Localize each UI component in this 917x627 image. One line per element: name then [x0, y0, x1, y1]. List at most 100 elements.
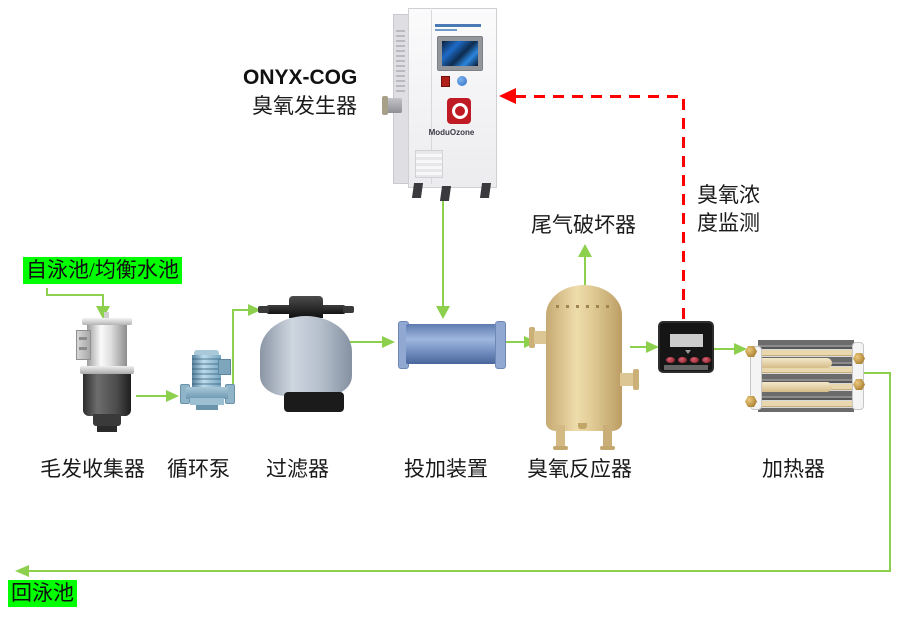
return-pool-label: 回泳池 — [8, 580, 77, 608]
arrowhead-into-monitor — [646, 341, 659, 353]
flow-line-to-filter — [232, 309, 250, 311]
flow-line-pump-riser — [232, 309, 234, 398]
label-dosing-device: 投加装置 — [404, 457, 488, 481]
reactor-left-leg — [556, 425, 565, 447]
generator-model-label: ONYX-COG — [243, 66, 358, 89]
tail-gas-destructor-label: 尾气破坏器 — [531, 213, 636, 237]
reactor-right-leg — [603, 425, 612, 447]
heater-element-upper — [758, 358, 832, 368]
monitor-indicator-icon — [685, 350, 691, 354]
collector-bolt — [79, 337, 87, 340]
arrowhead-return-to-pool — [15, 565, 29, 577]
heater-brass-nut — [853, 379, 865, 390]
brand-logo-icon — [447, 98, 471, 124]
dosing-right-flange — [495, 321, 506, 369]
reactor-vessel — [546, 285, 622, 431]
filter-tank-dome — [260, 316, 352, 396]
return-line-bottom — [28, 570, 891, 572]
flow-line-into-collector — [102, 294, 104, 307]
collector-lower-body — [83, 374, 131, 416]
ozone-reactor-device — [529, 285, 640, 452]
generator-foot — [439, 186, 452, 201]
arrowhead-into-dosing — [382, 336, 395, 348]
heater-right-rail — [852, 342, 864, 410]
generator-screen-content — [442, 41, 478, 66]
flow-line-reactor-to-monitor — [630, 346, 648, 348]
arrowhead-ozone-into-dosing — [436, 306, 450, 319]
heater-brass-nut — [853, 353, 865, 364]
flow-line-source-drop — [46, 288, 48, 296]
tail-gas-line — [584, 256, 586, 285]
dosing-device — [398, 321, 506, 369]
reactor-inlet-flange — [529, 327, 535, 348]
heater-element-lower — [758, 382, 832, 392]
label-hair-collector: 毛发收集器 — [40, 457, 145, 481]
generator-display-screen — [437, 36, 483, 71]
generator-vent-grille — [396, 30, 405, 94]
monitor-button — [690, 357, 699, 363]
return-line-heater-out — [856, 372, 891, 374]
label-filter: 过滤器 — [266, 457, 329, 481]
arrowhead-tail-gas — [578, 244, 592, 257]
pump-foot — [196, 405, 218, 410]
collector-top-nipple — [104, 312, 109, 319]
collector-top-flange — [82, 318, 132, 325]
arrowhead-into-heater — [734, 343, 747, 355]
arrowhead-into-filter — [248, 304, 261, 316]
reactor-drain — [578, 423, 587, 429]
generator-power-button — [441, 76, 450, 87]
brand-name: ModuOzone — [428, 128, 475, 137]
collector-side-bracket — [76, 330, 91, 360]
flow-line-source-horizontal — [46, 294, 104, 296]
ozone-generator-unit: ModuOzone — [382, 8, 503, 201]
filter-device — [258, 294, 354, 416]
generator-foot — [479, 183, 492, 198]
generator-header-label — [435, 24, 481, 27]
return-line-downcomer — [889, 372, 891, 572]
pump-motor — [192, 355, 221, 388]
generator-name-label: 臭氧发生器 — [252, 94, 357, 118]
signal-line-vertical — [682, 99, 685, 321]
pump-motor-cap — [194, 350, 219, 356]
filter-valve-body — [289, 296, 323, 318]
generator-round-button — [457, 76, 467, 86]
dosing-cylinder — [406, 324, 496, 364]
reactor-bolt-row — [556, 305, 612, 308]
pump-motor-fins — [192, 358, 221, 385]
generator-foot — [411, 183, 424, 198]
monitor-button — [666, 357, 675, 363]
monitor-button — [678, 357, 687, 363]
monitor-bottom-strip — [664, 365, 708, 370]
monitor-display — [670, 334, 703, 347]
reactor-outlet-nozzle — [620, 373, 634, 386]
heater-brass-nut — [745, 346, 757, 357]
pump-volute — [186, 387, 228, 399]
filter-base — [284, 392, 344, 412]
pump-junction-box — [218, 359, 231, 375]
ozone-monitor-label-line2: 度监测 — [697, 211, 760, 235]
flow-line-collector-to-pump — [136, 395, 168, 397]
label-circulation-pump: 循环泵 — [167, 457, 230, 481]
reactor-inlet-nozzle — [534, 331, 548, 344]
filter-valve-left-fitting — [258, 306, 269, 313]
generator-outlet-fitting — [382, 96, 388, 115]
generator-louvre-panel — [415, 150, 443, 178]
flow-line-monitor-to-heater — [714, 348, 736, 350]
source-pool-label: 自泳池/均衡水池 — [23, 257, 182, 285]
flow-line-filter-to-dosing — [350, 341, 384, 343]
ozone-monitor-label-line1: 臭氧浓 — [697, 183, 760, 207]
arrowhead-into-pump — [166, 390, 179, 402]
pump-base-disc — [190, 398, 224, 405]
ozone-monitor-device — [658, 321, 714, 373]
reactor-right-foot-pad — [600, 446, 615, 450]
filter-valve-right-fitting — [343, 306, 354, 313]
collector-base-step — [93, 414, 121, 426]
heater-brass-nut — [745, 396, 757, 407]
brand-logo-ring — [452, 103, 468, 119]
arrowhead-signal-to-generator — [499, 88, 516, 104]
flow-line-dosing-to-reactor — [502, 341, 526, 343]
label-heater: 加热器 — [762, 457, 825, 481]
reactor-left-foot-pad — [553, 446, 568, 450]
generator-header-subline — [435, 29, 457, 31]
heater-device — [745, 338, 865, 414]
